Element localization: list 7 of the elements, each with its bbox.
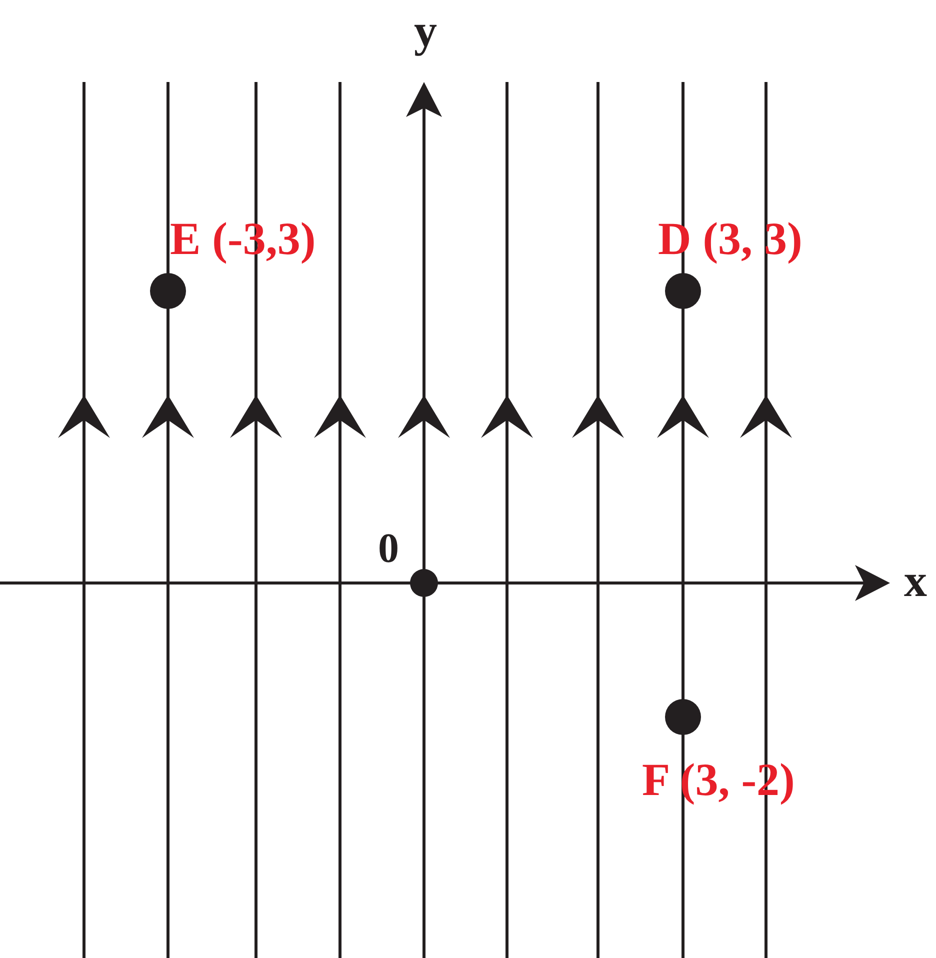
- x-axis-label: x: [904, 558, 927, 604]
- point-dot: [410, 569, 438, 597]
- y-axis-label: y: [414, 8, 437, 54]
- point-dot: [665, 699, 701, 735]
- point-dot: [150, 273, 186, 309]
- point-dot: [665, 273, 701, 309]
- origin-label: 0: [378, 528, 399, 570]
